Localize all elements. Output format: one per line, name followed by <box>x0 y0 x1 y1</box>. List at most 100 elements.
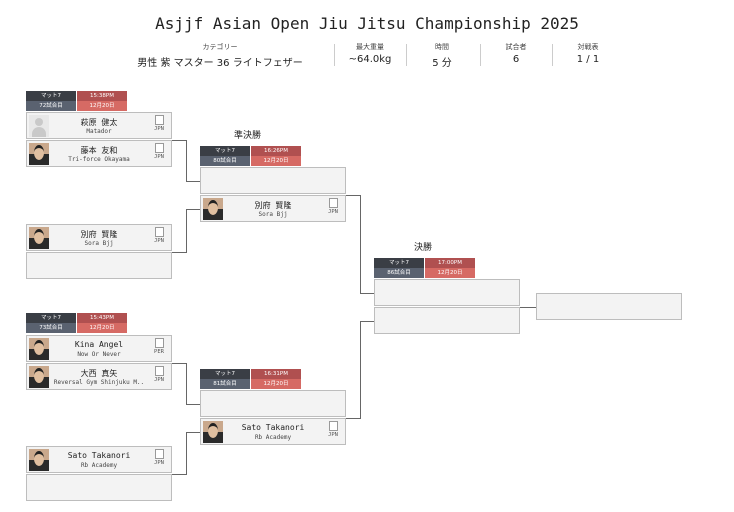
broken-image-icon <box>154 366 164 376</box>
info-divider <box>406 44 407 66</box>
match-number: 86試合目 <box>374 268 424 278</box>
broken-image-icon <box>154 143 164 153</box>
broken-image-icon <box>154 449 164 459</box>
match-number: 73試合目 <box>26 323 76 333</box>
player-photo <box>203 198 223 220</box>
broken-image-icon <box>154 338 164 348</box>
country-code: JPN <box>328 209 338 215</box>
player-team: Rb Academy <box>80 462 118 469</box>
country-flag: JPN <box>151 114 167 138</box>
bracket-line <box>186 404 200 405</box>
player-slot[interactable]: 藤本 友和 Tri-force Okayama JPN <box>26 140 172 167</box>
player-name: 大西 真矢 <box>80 369 118 378</box>
player-name: 別府 賢隆 <box>80 230 118 239</box>
player-photo <box>29 449 49 471</box>
player-name: Kina Angel <box>74 340 124 349</box>
mat-label: マット7 <box>26 313 76 323</box>
player-slot[interactable]: Kina Angel Now Or Never PER <box>26 335 172 362</box>
player-slot[interactable]: 別府 賢隆 Sora Bjj JPN <box>200 195 346 222</box>
weight-value: ~64.0kg <box>348 54 392 65</box>
country-code: JPN <box>154 377 164 383</box>
match-81-header[interactable]: マット7 16:31PM 81試合目 12月20日 <box>200 369 301 389</box>
country-flag: JPN <box>325 197 341 221</box>
weight-info: 最大重量 ~64.0kg <box>338 42 402 65</box>
player-name: Sato Takanori <box>241 423 305 432</box>
player-photo <box>203 421 223 443</box>
match-date: 12月20日 <box>251 379 301 389</box>
champion-slot[interactable] <box>536 293 682 320</box>
bracket-line <box>186 181 200 182</box>
country-code: PER <box>154 349 164 355</box>
broken-image-icon <box>154 227 164 237</box>
player-team: Reversal Gym Shinjuku M.. <box>53 379 145 386</box>
bracket-line <box>360 195 361 293</box>
category-info: カテゴリー 男性 紫 マスター 36 ライトフェザー <box>120 42 320 69</box>
time-label: 時間 <box>435 43 449 51</box>
info-divider <box>480 44 481 66</box>
mat-label: マット7 <box>200 369 250 379</box>
match-number: 81試合目 <box>200 379 250 389</box>
match-number: 72試合目 <box>26 101 76 111</box>
weight-label: 最大重量 <box>356 43 384 51</box>
match-73-header[interactable]: マット7 15:43PM 73試合目 12月20日 <box>26 313 127 333</box>
bracket-line <box>172 474 186 475</box>
player-team: Now Or Never <box>77 351 121 358</box>
match-number: 80試合目 <box>200 156 250 166</box>
empty-slot[interactable] <box>26 474 172 501</box>
player-slot[interactable]: Sato Takanori Rb Academy JPN <box>26 446 172 473</box>
bracket-line <box>520 307 536 308</box>
empty-slot[interactable] <box>200 167 346 194</box>
player-slot[interactable]: 別府 賢隆 Sora Bjj JPN <box>26 224 172 251</box>
empty-slot[interactable] <box>26 252 172 279</box>
match-72-header[interactable]: マット7 15:38PM 72試合目 12月20日 <box>26 91 127 111</box>
bracket-line <box>172 252 186 253</box>
player-name: 別府 賢隆 <box>254 201 292 210</box>
time-value: 5 分 <box>432 58 452 69</box>
mat-label: マット7 <box>200 146 250 156</box>
match-time: 15:43PM <box>77 313 127 323</box>
semifinal-label: 準決勝 <box>234 131 262 141</box>
country-flag: PER <box>151 337 167 361</box>
empty-slot[interactable] <box>374 279 520 306</box>
time-info: 時間 5 分 <box>410 42 474 69</box>
bracket-line <box>186 209 187 253</box>
player-team: Sora Bjj <box>84 240 114 247</box>
bracket-line <box>186 363 187 404</box>
bracket-line <box>186 209 200 210</box>
bracket-line <box>172 363 186 364</box>
match-86-header[interactable]: マット7 17:00PM 86試合目 12月20日 <box>374 258 475 278</box>
player-photo <box>29 338 49 360</box>
country-flag: JPN <box>151 365 167 389</box>
player-slot[interactable]: 萩原 健太 Matador JPN <box>26 112 172 139</box>
player-slot[interactable]: 大西 真矢 Reversal Gym Shinjuku M.. JPN <box>26 363 172 390</box>
empty-slot[interactable] <box>200 390 346 417</box>
player-name: Sato Takanori <box>67 451 131 460</box>
match-date: 12月20日 <box>77 323 127 333</box>
category-label: カテゴリー <box>202 43 238 51</box>
empty-slot[interactable] <box>374 307 520 334</box>
bracket-line <box>186 432 200 433</box>
country-code: JPN <box>154 126 164 132</box>
player-slot[interactable]: Sato Takanori Rb Academy JPN <box>200 418 346 445</box>
match-80-header[interactable]: マット7 16:26PM 80試合目 12月20日 <box>200 146 301 166</box>
bracket-line <box>360 321 361 419</box>
info-divider <box>552 44 553 66</box>
bracket-line <box>186 140 187 181</box>
bouts-info: 対戦表 1 / 1 <box>556 42 620 65</box>
bracket-line <box>360 293 374 294</box>
player-team: Sora Bjj <box>258 211 288 218</box>
match-time: 15:38PM <box>77 91 127 101</box>
match-date: 12月20日 <box>77 101 127 111</box>
fighters-value: 6 <box>512 54 520 65</box>
country-flag: JPN <box>151 226 167 250</box>
bracket-line <box>360 321 374 322</box>
mat-label: マット7 <box>26 91 76 101</box>
country-flag: JPN <box>325 420 341 444</box>
info-divider <box>334 44 335 66</box>
match-time: 16:26PM <box>251 146 301 156</box>
fighters-label: 試合者 <box>505 43 527 51</box>
category-value: 男性 紫 マスター 36 ライトフェザー <box>137 58 303 69</box>
country-flag: JPN <box>151 142 167 166</box>
broken-image-icon <box>328 198 338 208</box>
broken-image-icon <box>154 115 164 125</box>
